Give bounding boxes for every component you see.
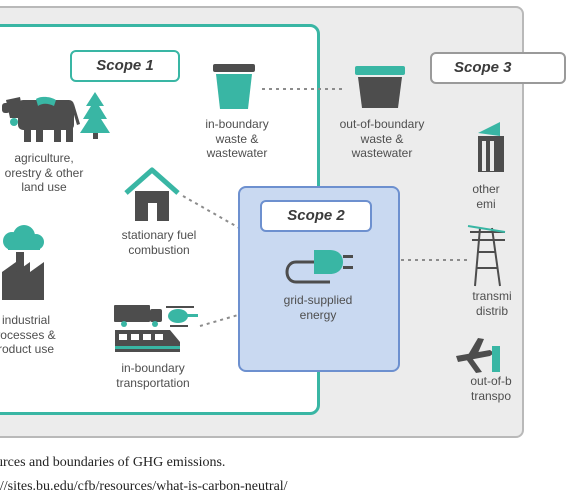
plug-icon xyxy=(285,250,353,284)
scope1-label: Scope 1 xyxy=(70,50,180,82)
airplane-icon xyxy=(456,338,500,373)
building-icon xyxy=(478,122,504,172)
other-emissions-label: other emi xyxy=(472,182,500,211)
icon-layer xyxy=(2,64,506,373)
agriculture-label: agriculture, orestry & other land use xyxy=(4,151,84,194)
industrial-label: industrial rocesses & roduct use xyxy=(0,313,56,356)
house-icon xyxy=(124,167,180,221)
scope3-label: Scope 3 xyxy=(430,52,566,84)
bin-teal-icon xyxy=(213,64,255,109)
in-boundary-transport-label: in-boundary transportation xyxy=(116,361,190,390)
in-boundary-waste-label: in-boundary waste & wastewater xyxy=(205,117,269,160)
stationary-combustion-label: stationary fuel combustion xyxy=(121,228,197,257)
factory-icon xyxy=(2,225,44,300)
tree-icon xyxy=(80,92,110,139)
truck-icon xyxy=(114,305,162,327)
out-of-boundary-transport-label: out-of-b transpo xyxy=(470,374,512,403)
train-icon xyxy=(115,330,180,352)
ghg-scopes-diagram: Scope 1 Scope 2 Scope 3 xyxy=(0,6,566,438)
figure-caption: urces and boundaries of GHG emissions. xyxy=(0,455,226,470)
helicopter-icon xyxy=(166,306,198,327)
scope2-label: Scope 2 xyxy=(260,200,372,232)
transmission-label: transmi distrib xyxy=(472,289,512,318)
grid-energy-label: grid-supplied energy xyxy=(283,293,353,322)
source-link[interactable]: ://sites.bu.edu/cfb/resources/what-is-ca… xyxy=(0,479,288,494)
out-of-boundary-waste-label: out-of-boundary waste & wastewater xyxy=(339,117,425,160)
bin-dark-icon xyxy=(355,66,405,108)
cow-icon xyxy=(2,96,80,142)
tower-icon xyxy=(467,225,506,287)
